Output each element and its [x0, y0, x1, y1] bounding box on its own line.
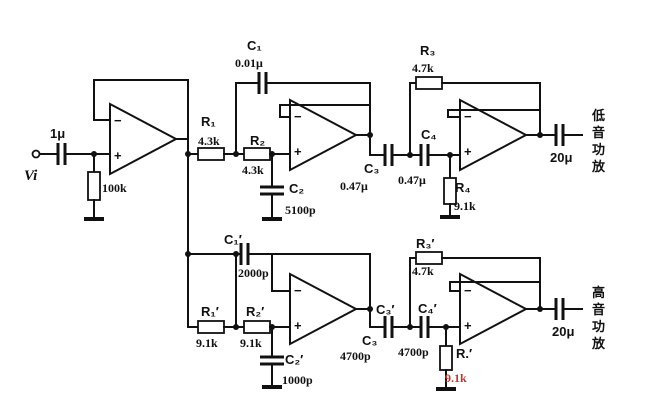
high-c3-label: C₃′ [376, 302, 395, 317]
high-c3-label-2: C₃ [362, 333, 377, 348]
high-c4-label: C₄′ [418, 301, 437, 316]
high-r3-label: R₃′ [416, 236, 435, 251]
high-output-char-4: 放 [591, 336, 606, 352]
low-r4-label: R₄ [455, 180, 471, 195]
input-stage: − + 1μ 100k Vi [24, 79, 191, 328]
high-r3-resistor [415, 251, 443, 265]
low-c1-label: C₁ [247, 38, 262, 53]
high-output-char-3: 功 [592, 320, 605, 335]
buffer-minus: − [114, 113, 122, 128]
high-filter-minus: − [294, 283, 302, 298]
high-buffer-opamp [459, 272, 529, 346]
high-r2-resistor [243, 320, 271, 334]
high-r2-value: 9.1k [240, 336, 262, 350]
low-filter-plus: + [294, 144, 302, 159]
low-output-char-3: 功 [592, 143, 605, 158]
input-source-label: Vi [24, 168, 38, 184]
low-filter-minus: − [294, 109, 302, 124]
input-terminal [31, 149, 41, 159]
high-output-char-1: 高 [592, 285, 605, 301]
low-r1-resistor [197, 147, 225, 161]
high-c1-label: C₁′ [224, 232, 242, 247]
low-r3-value: 4.7k [412, 61, 434, 75]
high-buffer-plus: + [464, 318, 472, 333]
low-r2-label: R₂ [250, 133, 265, 148]
high-r2-label: R₂′ [246, 304, 264, 319]
high-c4-value: 4700p [398, 345, 429, 359]
low-r3-label: R₃ [420, 43, 435, 58]
low-buffer-plus: + [464, 144, 472, 159]
low-c4-value: 0.47μ [398, 173, 426, 187]
high-r4-value: 9.1k [445, 371, 467, 385]
high-r4-resistor [439, 345, 453, 371]
input-capacitor-value: 1μ [50, 126, 65, 141]
low-c3-value: 0.47μ [340, 179, 368, 193]
low-channel: − + − + C₁ 0.01μ R₁ 4 [187, 38, 606, 221]
low-c3-label: C₃ [364, 161, 379, 176]
low-r3-resistor [415, 76, 443, 90]
low-buffer-opamp [459, 98, 529, 172]
low-r4-value: 9.1k [454, 199, 476, 213]
buffer-plus: + [114, 148, 122, 163]
low-r2-value: 4.3k [242, 163, 264, 177]
low-output-char-4: 放 [591, 159, 606, 175]
low-filter-opamp [289, 98, 359, 172]
high-c2-label: C₂′ [285, 352, 303, 367]
low-buffer-minus: − [464, 109, 472, 124]
high-r1-value: 9.1k [196, 336, 218, 350]
low-c2-label: C₂ [289, 181, 304, 196]
buffer-opamp [109, 102, 179, 176]
low-output-char-1: 低 [591, 108, 605, 124]
high-output-cap-value: 20μ [552, 324, 574, 339]
input-resistor-value: 100k [102, 181, 127, 195]
high-filter-plus: + [294, 318, 302, 333]
high-c3-value: 4700p [340, 349, 371, 363]
high-r1-resistor [197, 320, 225, 334]
high-output-char-2: 音 [592, 302, 605, 318]
high-r4-label: R.′ [456, 346, 472, 361]
low-r1-label: R₁ [201, 114, 216, 129]
high-buffer-minus: − [464, 283, 472, 298]
high-r3-value: 4.7k [412, 264, 434, 278]
high-c2-value: 1000p [282, 373, 313, 387]
low-c2-value: 5100p [285, 203, 316, 217]
high-c1-value: 2000p [238, 266, 269, 280]
low-output-char-2: 音 [592, 125, 605, 141]
low-c1-value: 0.01μ [235, 56, 263, 70]
low-c4-label: C₄ [421, 127, 437, 142]
high-r1-label: R₁′ [201, 304, 219, 319]
high-channel: − + − + C₁′ 2000p R₁ [187, 232, 606, 391]
low-output-cap-value: 20μ [550, 150, 572, 165]
input-resistor [87, 171, 101, 201]
high-filter-opamp [289, 272, 359, 346]
low-r1-value: 4.3k [198, 134, 220, 148]
low-r2-resistor [243, 147, 271, 161]
